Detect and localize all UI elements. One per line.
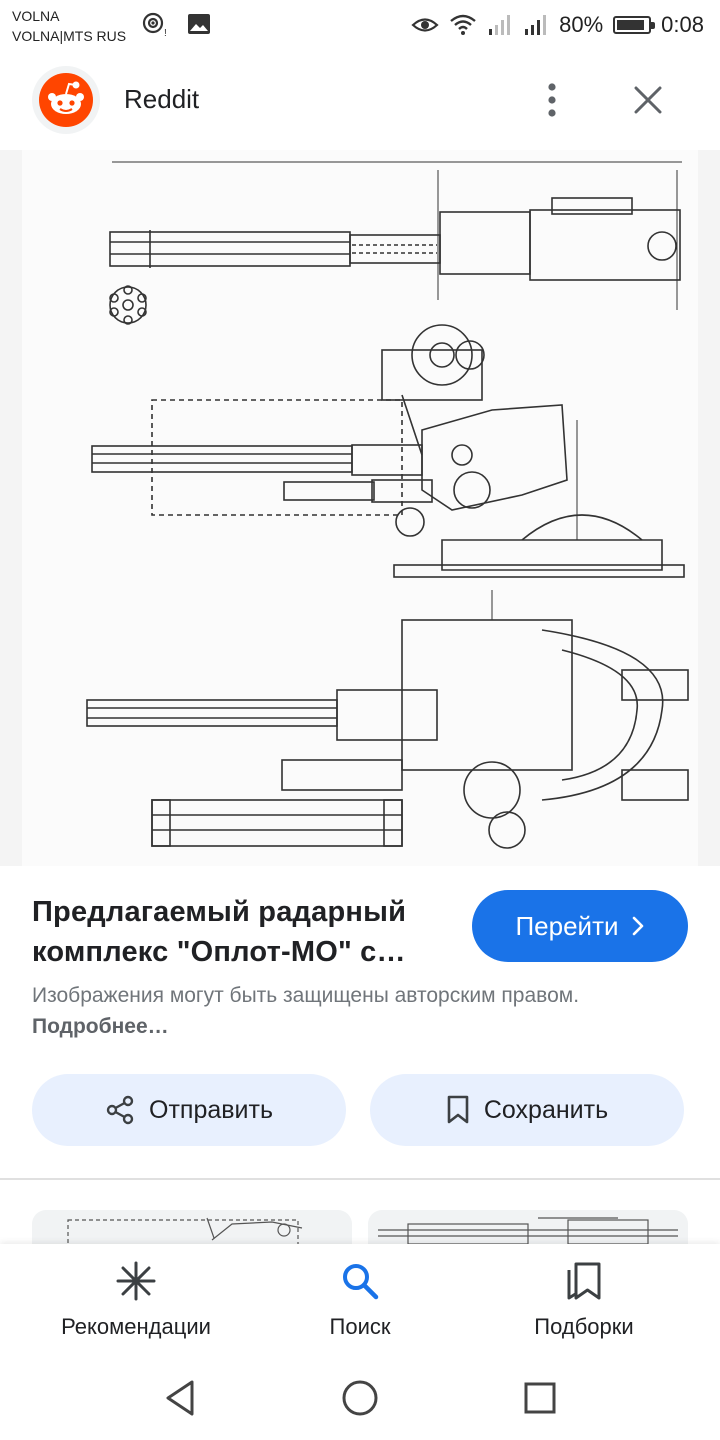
reddit-logo-icon	[39, 73, 93, 127]
related-drawing-image	[378, 1217, 678, 1244]
system-home-button[interactable]	[336, 1374, 384, 1422]
battery-icon	[613, 16, 656, 34]
share-icon	[106, 1095, 134, 1125]
copyright-text: Изображения могут быть защищены авторски…	[32, 984, 580, 1007]
nav-search-label: Поиск	[329, 1314, 391, 1339]
system-recents-button[interactable]	[516, 1374, 564, 1422]
signal-strong-icon	[525, 15, 547, 35]
battery-fill	[617, 20, 645, 30]
back-triangle-icon	[166, 1380, 194, 1416]
status-right: 80% 0:08	[411, 8, 704, 42]
more-options-button[interactable]	[530, 76, 574, 124]
nav-recommendations-label: Рекомендации	[61, 1314, 211, 1339]
asterisk-icon	[116, 1261, 156, 1301]
wifi-icon	[450, 14, 476, 35]
related-image-thumbnail[interactable]	[368, 1210, 688, 1244]
svg-text:!: !	[164, 28, 167, 39]
learn-more-link[interactable]: Подробнее…	[32, 1015, 169, 1038]
related-image-thumbnail[interactable]	[32, 1210, 352, 1244]
nav-collections[interactable]: Подборки	[474, 1260, 694, 1340]
search-icon	[343, 1264, 379, 1300]
copyright-notice: Изображения могут быть защищены авторски…	[32, 980, 632, 1042]
hotspot-icon: !	[142, 12, 167, 39]
result-title[interactable]: Предлагаемый радарный комплекс "Оплот-МО…	[32, 896, 407, 968]
collections-bookmark-icon	[567, 1262, 601, 1300]
carrier-line-2: VOLNA|MTS RUS	[12, 28, 127, 44]
close-button[interactable]	[622, 76, 674, 124]
system-navigation-bar	[0, 1354, 720, 1440]
share-button[interactable]: Отправить	[32, 1074, 346, 1146]
battery-percent: 80%	[559, 12, 604, 37]
status-bar: VOLNA VOLNA|MTS RUS !	[0, 0, 720, 52]
image-preview[interactable]	[0, 150, 720, 866]
eye-icon	[411, 18, 439, 32]
carrier-label: VOLNA VOLNA|MTS RUS	[12, 6, 126, 46]
save-label: Сохранить	[483, 1095, 609, 1124]
gallery-icon	[188, 14, 210, 34]
bookmark-icon	[447, 1095, 469, 1124]
recents-square-icon	[524, 1382, 556, 1414]
nav-collections-label: Подборки	[534, 1314, 634, 1339]
more-vert-icon	[548, 83, 556, 117]
home-circle-icon	[342, 1380, 378, 1416]
signal-weak-icon	[489, 15, 511, 35]
source-logo[interactable]	[32, 66, 100, 134]
clock: 0:08	[661, 12, 704, 37]
save-button[interactable]: Сохранить	[370, 1074, 684, 1146]
nav-recommendations[interactable]: Рекомендации	[26, 1260, 246, 1340]
source-name[interactable]: Reddit	[124, 84, 200, 114]
technical-drawing-image	[22, 150, 698, 866]
carrier-line-1: VOLNA	[12, 8, 60, 24]
related-drawing-image	[67, 1217, 303, 1244]
notification-icons: !	[140, 10, 214, 40]
system-back-button[interactable]	[156, 1374, 204, 1422]
chevron-right-icon	[632, 916, 643, 936]
viewer-header: Reddit	[0, 58, 720, 148]
close-icon	[634, 86, 662, 114]
visit-button[interactable]: Перейти	[472, 890, 688, 962]
visit-button-label: Перейти	[515, 910, 619, 941]
bottom-navigation: Рекомендации Поиск Подборки	[0, 1244, 720, 1354]
share-label: Отправить	[149, 1095, 273, 1124]
divider	[0, 1178, 720, 1180]
nav-search[interactable]: Поиск	[250, 1260, 470, 1340]
